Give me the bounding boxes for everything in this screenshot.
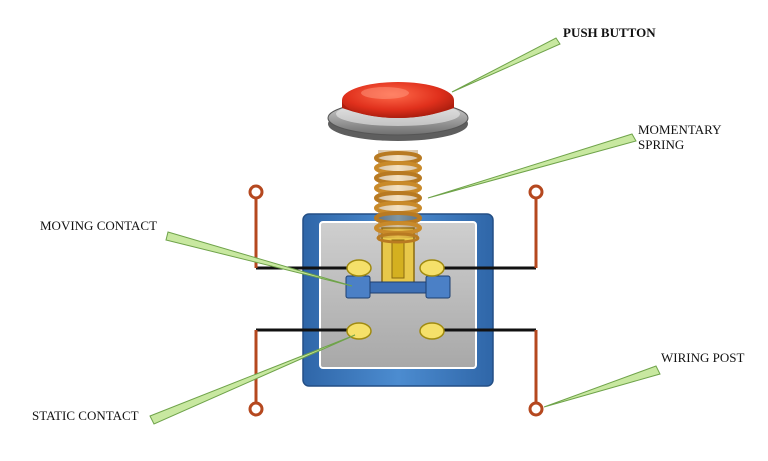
momentary-spring: [374, 150, 422, 244]
leader-momentary-spring: [427, 133, 637, 199]
leader-moving-contact: [165, 231, 353, 287]
label-moving-contact: MOVING CONTACT: [40, 218, 158, 233]
label-static-contact: STATIC CONTACT: [32, 408, 139, 423]
label-push-button: PUSH BUTTON: [563, 25, 656, 40]
leader-static-contact: [149, 334, 356, 425]
leader-push-button: [451, 37, 561, 93]
plunger-stem-inner: [391, 239, 405, 279]
static-contact-right: [419, 322, 445, 340]
static-contact-left: [346, 322, 372, 340]
push-button-cap: [327, 82, 469, 141]
wiring-post-right: [528, 184, 544, 417]
label-wiring-post: WIRING POST: [661, 350, 745, 365]
contact-upper-right: [419, 259, 445, 277]
leader-wiring-post: [543, 365, 661, 408]
contact-upper-left: [346, 259, 372, 277]
label-momentary-spring: MOMENTARY SPRING: [638, 122, 721, 152]
moving-contact: [345, 275, 451, 299]
wiring-post-left: [248, 184, 264, 417]
